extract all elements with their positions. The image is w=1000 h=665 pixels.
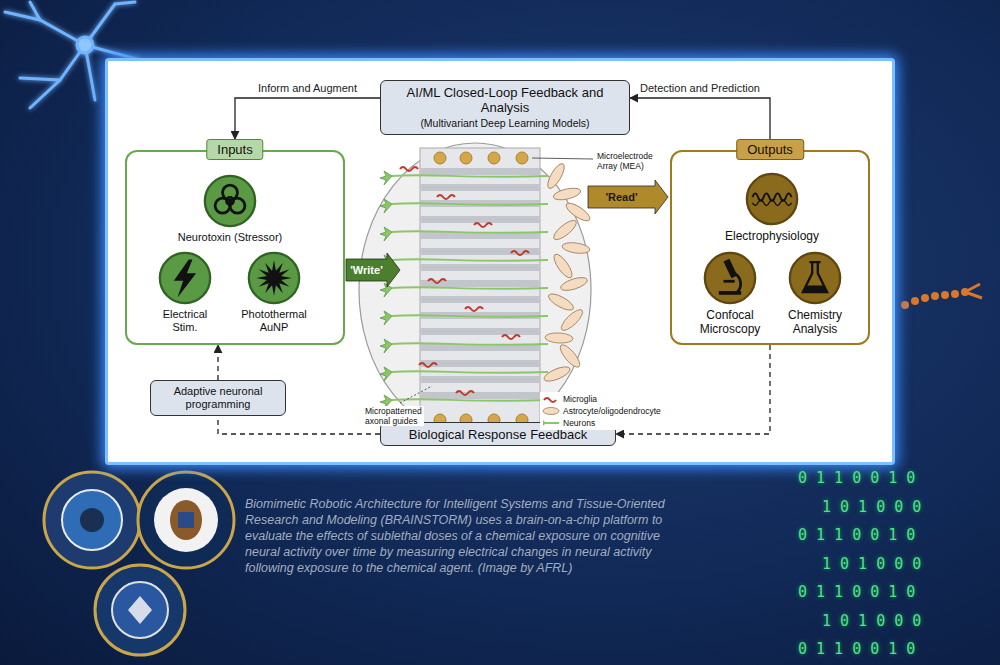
astrocyte-cell [545, 161, 568, 190]
edge-label: Inform and Augment [256, 82, 359, 94]
microglia-cell [465, 307, 483, 311]
binary-text: 0 1 1 0 0 1 0 [798, 470, 915, 487]
icon-label: Neurotoxin (Stressor) [165, 231, 295, 244]
process-box: Adaptive neuronal programming [150, 380, 286, 416]
binary-text: 1 0 1 0 0 0 [822, 499, 921, 516]
growth-cone [380, 283, 392, 297]
arrow-label: 'Write' [350, 264, 383, 276]
legend-text: Neurons [563, 418, 595, 428]
neuron-axon [392, 231, 548, 233]
box-title: AI/ML Closed-Loop Feedback and Analysis [405, 85, 605, 115]
astrocyte-cell [545, 332, 573, 343]
legend-sample [542, 406, 560, 416]
microglia-cell [428, 279, 446, 283]
microglia-cell [437, 195, 455, 199]
icon-node: Neurotoxin (Stressor) [165, 174, 295, 244]
connector [235, 98, 380, 139]
arrow-label: 'Read' [605, 191, 637, 203]
neuron-axon [392, 343, 548, 345]
process-box: AI/ML Closed-Loop Feedback and Analysis (… [380, 80, 630, 135]
icon-label: Confocal Microscopy [690, 308, 770, 336]
callout-label: Microelectrode Array (MEA) [596, 151, 670, 171]
astrocyte-cell [551, 217, 579, 242]
growth-cone [380, 311, 392, 325]
icon-node: Electrical Stim. [140, 251, 230, 334]
group-tag: Outputs [736, 139, 804, 160]
leader-line [532, 158, 593, 159]
neuron-axon [392, 287, 548, 289]
neuron-axon [392, 315, 548, 317]
binary-text: 0 1 1 0 0 1 0 [798, 641, 915, 658]
icon-node: Electrophysiology [707, 172, 837, 243]
growth-cone [380, 171, 392, 185]
block-arrow [588, 180, 668, 214]
astrocyte-cell [557, 342, 583, 370]
microglia-cell [502, 335, 520, 339]
icon-node: Confocal Microscopy [682, 251, 778, 336]
icon-label: Chemistry Analysis [775, 308, 855, 336]
group-box: OutputsElectrophysiologyConfocal Microsc… [670, 150, 870, 345]
astrocyte-cell [551, 252, 575, 281]
binary-text: 1 0 1 0 0 0 [822, 556, 921, 573]
chain-art [901, 284, 982, 309]
figure-caption: Biomimetic Robotic Architecture for Inte… [245, 496, 690, 576]
astrocyte-cell [559, 275, 589, 293]
connector [630, 98, 770, 139]
legend-text: Astrocyte/oligodendrocyte [563, 406, 661, 416]
growth-cone [380, 367, 392, 381]
astrocyte-cell [561, 241, 590, 255]
connector [217, 345, 218, 380]
agency-logos [44, 472, 234, 655]
microglia-cell [456, 391, 474, 395]
legend-sample [542, 418, 560, 428]
neuron-axon [392, 399, 548, 401]
microglia-cell [474, 223, 492, 227]
neuron-axon [392, 203, 548, 205]
legend-sample [542, 394, 560, 404]
icon-symbol [745, 172, 799, 226]
astrocyte-cell [558, 307, 585, 334]
binary-text: 1 0 1 0 0 0 [822, 613, 921, 630]
icon-label: Electrical Stim. [153, 308, 217, 334]
binary-text: 0 1 1 0 0 1 0 [798, 527, 915, 544]
microglia-cell [419, 363, 437, 367]
icon-node: Chemistry Analysis [767, 251, 863, 336]
icon-node: Photothermal AuNP [229, 251, 319, 334]
icon-symbol [703, 251, 757, 305]
growth-cone [380, 199, 392, 213]
legend-row: Neurons [542, 417, 661, 429]
legend-text: Microglia [563, 394, 597, 404]
binary-text: 0 1 1 0 0 1 0 [798, 584, 915, 601]
icon-symbol [203, 174, 257, 228]
microglia-cell [511, 251, 529, 255]
block-arrow [346, 253, 400, 287]
astrocyte-cell [552, 186, 582, 202]
legend-row: Microglia [542, 393, 661, 405]
box-title: Adaptive neuronal programming [159, 385, 277, 411]
microglia-cell [400, 167, 418, 171]
icon-label: Electrophysiology [707, 229, 837, 243]
leader-line [400, 386, 432, 403]
neuron-axon [392, 175, 548, 177]
astrocyte-cell [546, 291, 575, 313]
icon-symbol [247, 251, 301, 305]
group-tag: Inputs [206, 139, 263, 160]
growth-cone [380, 227, 392, 241]
callout-label: Micropatterned axonal guides [364, 406, 424, 426]
icon-label: Photothermal AuNP [234, 308, 314, 334]
legend: MicrogliaAstrocyte/oligodendrocyteNeuron… [540, 392, 663, 430]
legend-row: Astrocyte/oligodendrocyte [542, 405, 661, 417]
neuron-axon [392, 371, 548, 373]
edge-label: Detection and Prediction [638, 82, 762, 94]
neuron-axon [392, 259, 548, 261]
icon-symbol [788, 251, 842, 305]
astrocyte-cell [542, 364, 572, 384]
growth-cone [380, 339, 392, 353]
icon-symbol [158, 251, 212, 305]
connector [218, 416, 380, 434]
box-subtitle: (Multivariant Deep Learning Models) [420, 117, 589, 130]
group-box: InputsNeurotoxin (Stressor)Electrical St… [125, 150, 345, 345]
